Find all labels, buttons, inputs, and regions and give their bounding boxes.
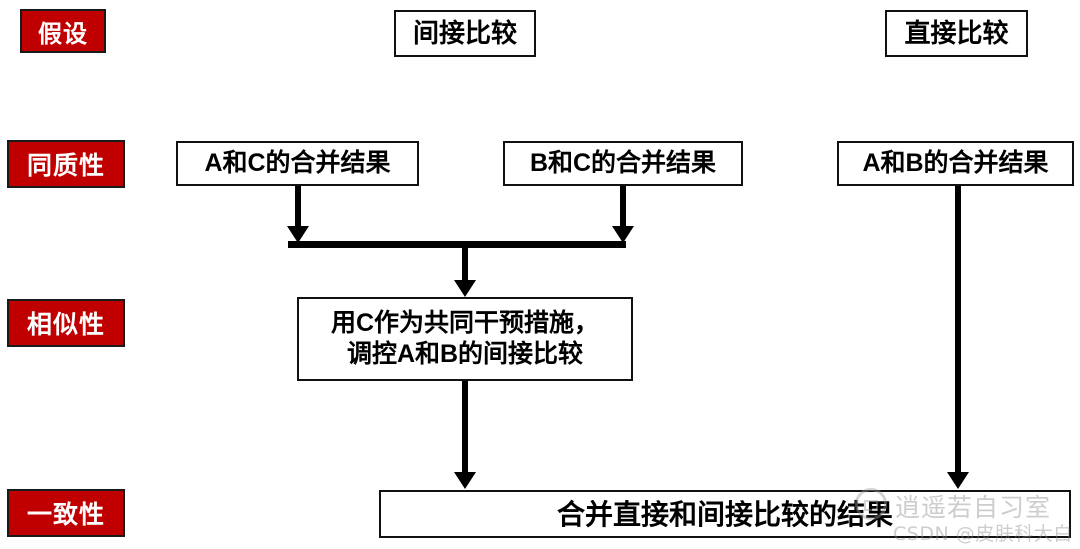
arrowhead-common-c-to-final bbox=[454, 472, 476, 489]
connector-bc-to-bar bbox=[620, 186, 626, 228]
stage-label-consistency-text: 一致性 bbox=[26, 501, 105, 529]
node-common-comparator-line1: 用C作为共同干预措施， bbox=[330, 308, 600, 337]
arrowhead-ab-to-final bbox=[947, 472, 969, 489]
stage-label-similarity-text: 相似性 bbox=[26, 311, 105, 339]
node-ac-pooled-result: A和C的合并结果 bbox=[176, 141, 419, 186]
node-ac-pooled-result-text: A和C的合并结果 bbox=[204, 148, 391, 177]
connector-bar-to-common-c bbox=[462, 241, 468, 285]
column-header-direct-comparison: 直接比较 bbox=[885, 10, 1028, 57]
connector-ab-to-final bbox=[955, 186, 961, 474]
column-header-indirect-comparison: 间接比较 bbox=[394, 10, 536, 57]
node-bc-pooled-result-text: B和C的合并结果 bbox=[529, 148, 717, 177]
node-common-comparator: 用C作为共同干预措施， 调控A和B的间接比较 bbox=[297, 297, 633, 381]
arrowhead-bc-to-bar bbox=[612, 226, 634, 243]
node-ab-pooled-result: A和B的合并结果 bbox=[837, 141, 1074, 186]
arrowhead-ac-to-bar bbox=[287, 226, 309, 243]
node-ab-pooled-result-text: A和B的合并结果 bbox=[862, 148, 1049, 177]
connector-common-c-to-final bbox=[462, 381, 468, 474]
stage-label-similarity: 相似性 bbox=[7, 299, 125, 347]
node-bc-pooled-result: B和C的合并结果 bbox=[503, 141, 743, 186]
node-final-merge: 合并直接和间接比较的结果 bbox=[379, 490, 1071, 538]
node-common-comparator-line2: 调控A和B的间接比较 bbox=[346, 340, 584, 368]
stage-label-hypothesis-text: 假设 bbox=[38, 20, 88, 48]
stage-label-consistency: 一致性 bbox=[7, 489, 125, 537]
column-header-direct-text: 直接比较 bbox=[904, 18, 1009, 49]
stage-label-homogeneity: 同质性 bbox=[7, 140, 125, 188]
stage-label-hypothesis: 假设 bbox=[20, 9, 106, 53]
node-final-merge-text: 合并直接和间接比较的结果 bbox=[556, 498, 893, 530]
connector-ac-to-bar bbox=[295, 186, 301, 228]
stage-label-homogeneity-text: 同质性 bbox=[26, 152, 105, 180]
arrowhead-bar-to-common-c bbox=[454, 280, 476, 297]
column-header-indirect-text: 间接比较 bbox=[412, 18, 517, 49]
connector-merge-bar bbox=[288, 241, 626, 248]
